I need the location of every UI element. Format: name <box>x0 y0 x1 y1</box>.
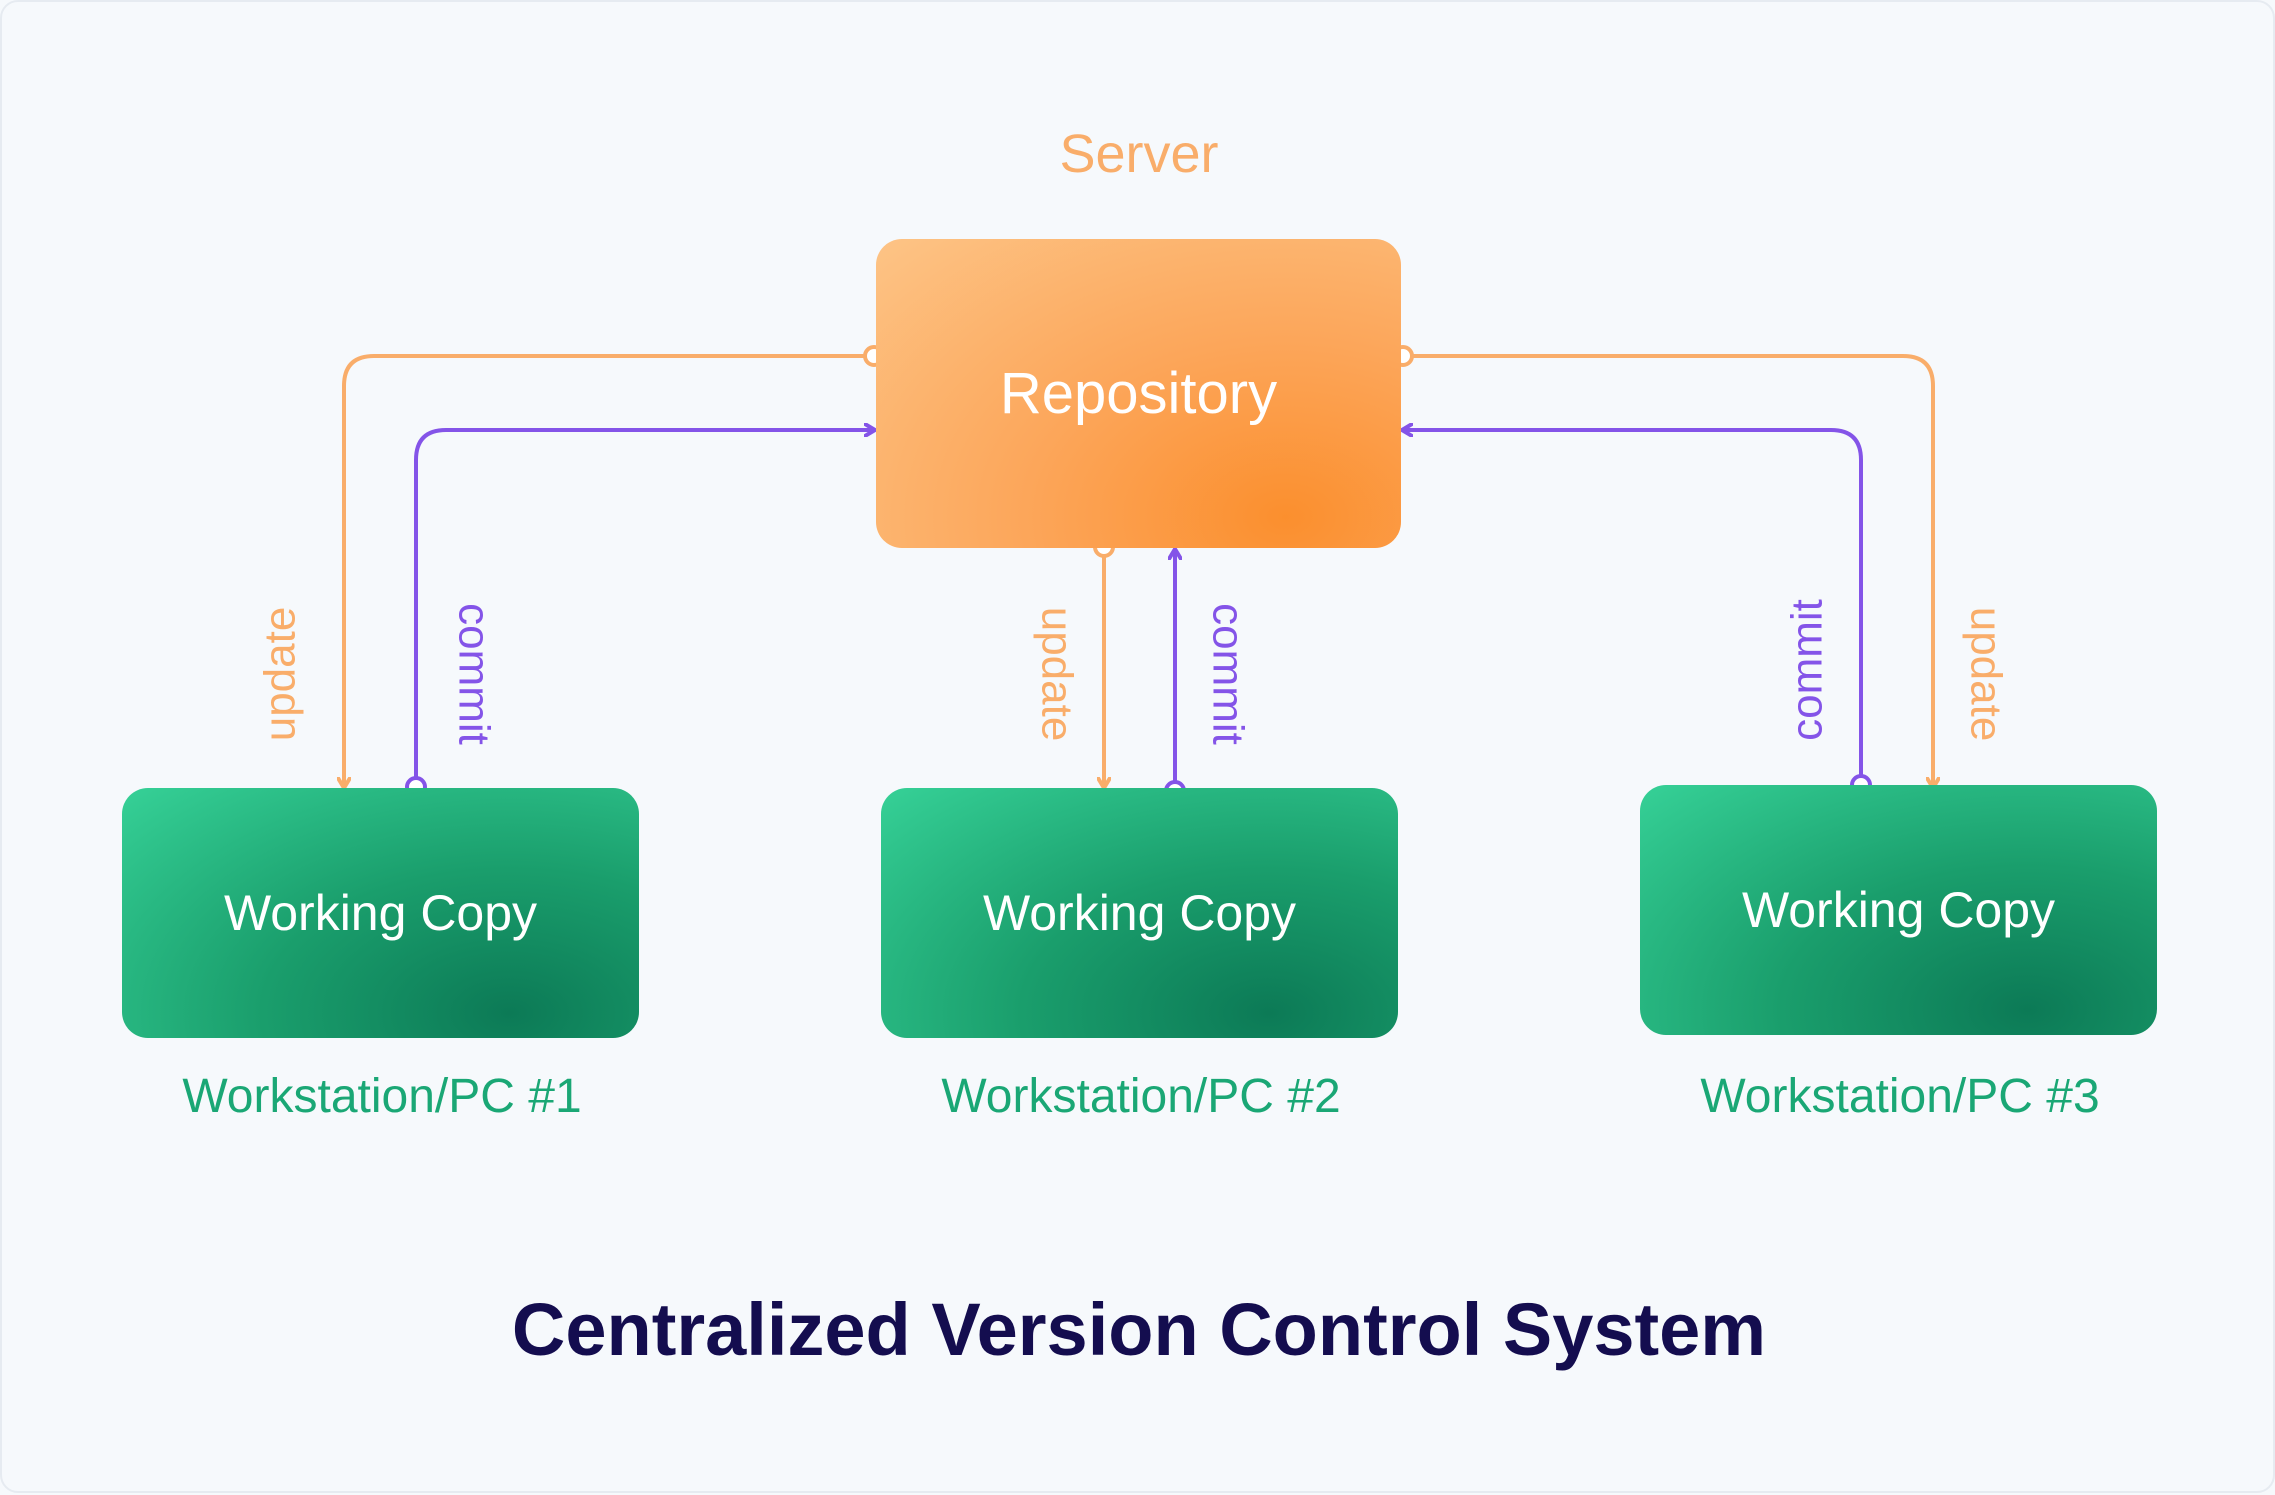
working-copy-box-2[interactable]: Working Copy <box>881 788 1398 1038</box>
workstation-label-1: Workstation/PC #1 <box>182 1070 582 1123</box>
commit-edge-1 <box>414 430 874 786</box>
commit-label-2: commit <box>1203 603 1252 745</box>
commit-edge-3 <box>1403 430 1863 784</box>
repository-box[interactable]: Repository <box>876 239 1401 548</box>
server-label: Server <box>1059 124 1219 184</box>
update-label-3: update <box>1961 607 2010 742</box>
working-copy-label-1: Working Copy <box>223 885 538 941</box>
working-copy-label-3: Working Copy <box>1741 882 2056 938</box>
repository-label: Repository <box>999 361 1278 426</box>
update-label-2: update <box>1032 607 1081 742</box>
working-copy-label-2: Working Copy <box>982 885 1297 941</box>
workstation-label-2: Workstation/PC #2 <box>941 1070 1341 1123</box>
update-edge-3 <box>1403 354 1933 787</box>
workstation-label-3: Workstation/PC #3 <box>1700 1070 2100 1123</box>
working-copy-box-1[interactable]: Working Copy <box>122 788 639 1038</box>
commit-label-3: commit <box>1783 599 1832 741</box>
commit-label-1: commit <box>449 603 498 745</box>
update-edge-1 <box>344 354 872 787</box>
working-copy-box-3[interactable]: Working Copy <box>1640 785 2157 1035</box>
update-label-1: update <box>256 607 305 742</box>
diagram-title: Centralized Version Control System <box>511 1288 1767 1371</box>
